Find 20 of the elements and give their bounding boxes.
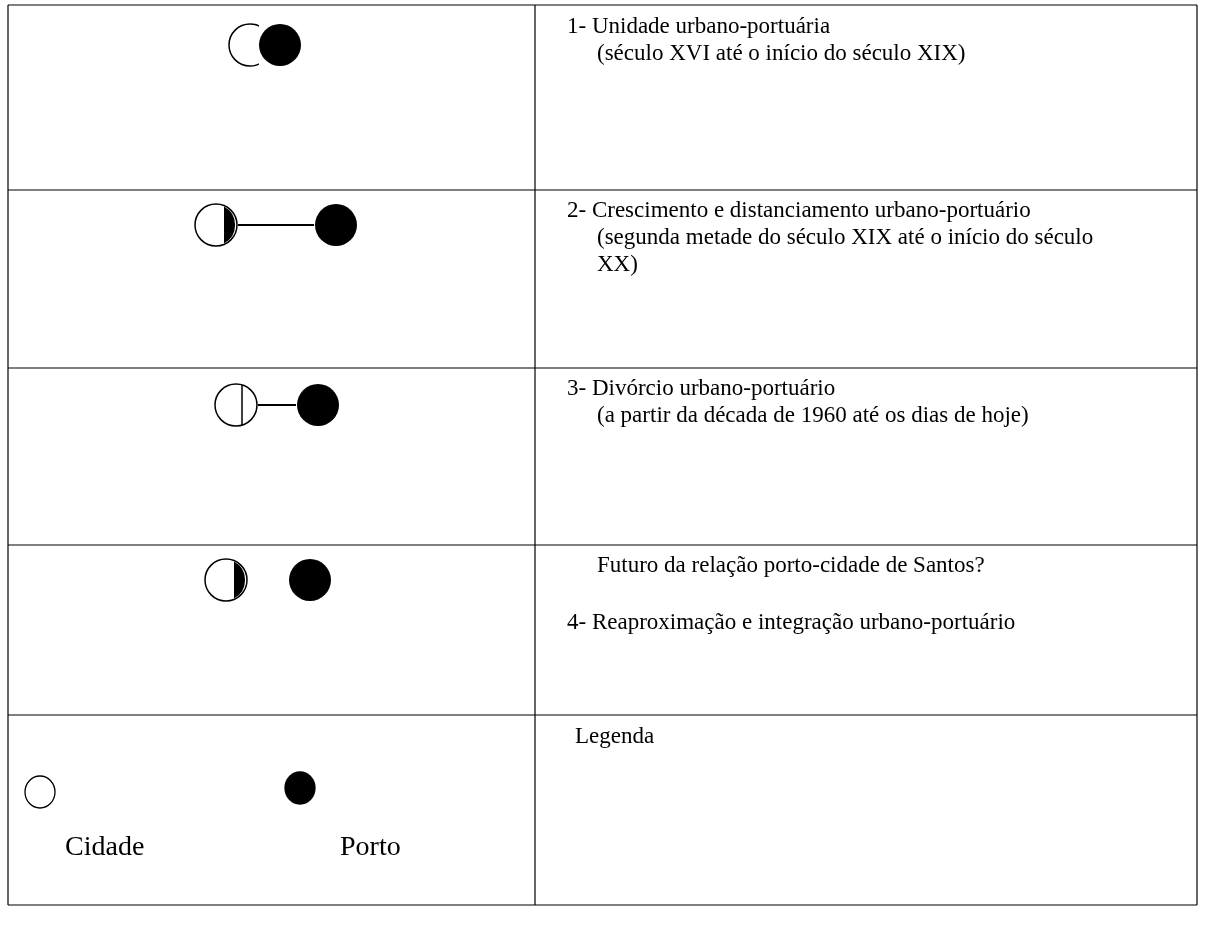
stage-title: 2- Crescimento e distanciamento urbano-portuário	[567, 196, 1031, 223]
period-note: (segunda metade do século XIX até o início do século XX)	[597, 223, 1095, 277]
legend-title: Legenda	[575, 722, 655, 749]
port-circle	[258, 23, 302, 67]
port-circle	[296, 383, 340, 427]
connector-line	[258, 403, 296, 407]
connector-line	[238, 223, 314, 227]
stage-title: 4- Reaproximação e integração urbano-portuário	[567, 608, 1016, 635]
legend-text: Porto	[340, 830, 401, 862]
question-text: Futuro da relação porto-cidade de Santos?	[597, 551, 985, 578]
port-circle	[314, 203, 358, 247]
city-circle	[204, 558, 248, 602]
city-circle	[194, 203, 238, 247]
stage-title: 1- Unidade urbano-portuária	[567, 12, 831, 39]
period-note: (século XVI até o início do século XIX)	[597, 39, 966, 66]
stage-title: 3- Divórcio urbano-portuário	[567, 374, 836, 401]
port-circle	[288, 558, 332, 602]
period-note: (a partir da década de 1960 até os dias de hoje)	[597, 401, 1029, 428]
legend-text: Cidade	[65, 830, 145, 862]
city-circle	[214, 383, 258, 427]
